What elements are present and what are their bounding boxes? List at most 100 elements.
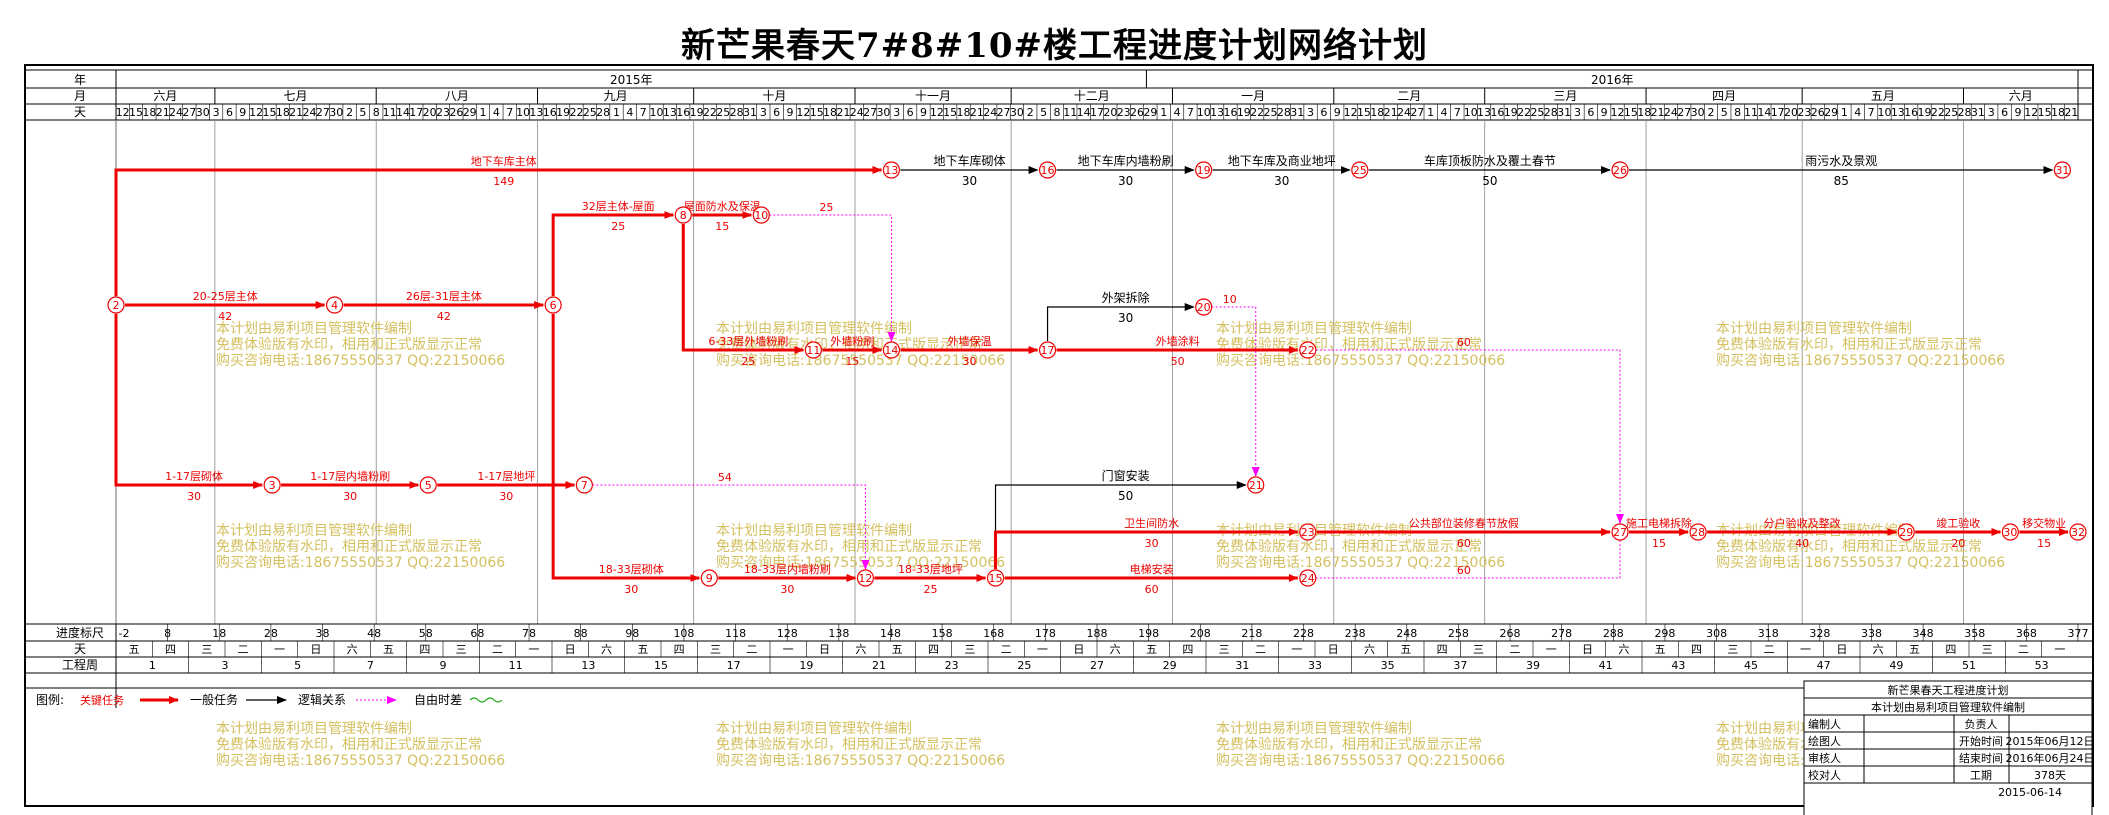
day-label: 18 bbox=[1637, 106, 1651, 119]
progress-tick-label: 18 bbox=[212, 627, 226, 640]
node-id: 26 bbox=[1613, 164, 1627, 177]
week-label: 45 bbox=[1744, 659, 1758, 672]
weekday-label: 三 bbox=[1219, 643, 1230, 656]
node-circle bbox=[1195, 161, 1213, 179]
legend-float-wave bbox=[469, 697, 503, 703]
activity-name: 卫生间防水 bbox=[1124, 516, 1179, 530]
progress-tick-label: 108 bbox=[673, 627, 694, 640]
progress-tick-label: 198 bbox=[1138, 627, 1159, 640]
node-circle bbox=[882, 161, 901, 179]
day-label: 15 bbox=[2038, 106, 2052, 119]
day-label: 19 bbox=[690, 106, 704, 119]
node-circle bbox=[575, 476, 593, 494]
event-node: 10 bbox=[752, 206, 770, 224]
watermark-text: 免费体验版有水印，相用和正式版显示正常 bbox=[1216, 539, 1482, 555]
weekday-label: 五 bbox=[892, 643, 903, 656]
event-node: 19 bbox=[1195, 161, 1213, 179]
activity-name: 外墙粉刷 bbox=[830, 334, 874, 348]
day-label: 27 bbox=[1677, 106, 1691, 119]
activity-name: 地下车库内墙粉刷 bbox=[1078, 153, 1174, 168]
node-circle bbox=[882, 341, 901, 359]
event-node: 11 bbox=[804, 341, 822, 359]
activity-name: 分户验收及整改 bbox=[1764, 516, 1841, 530]
activity-duration: 25 bbox=[741, 355, 755, 368]
activity-name: 1-17层地坪 bbox=[477, 470, 535, 483]
day-label: 16 bbox=[543, 106, 557, 119]
free-float-link: 25 bbox=[769, 201, 896, 342]
weekday-label: 一 bbox=[1800, 643, 1811, 656]
day-label: 18 bbox=[276, 106, 290, 119]
week-label: 21 bbox=[872, 659, 886, 672]
day-label: 1 bbox=[480, 106, 487, 119]
legend-critical-label: 关键任务 bbox=[80, 693, 124, 707]
activity-name: 屋面防水及保温 bbox=[684, 199, 761, 213]
day-label: 19 bbox=[1504, 106, 1518, 119]
month-label: 四月 bbox=[1712, 89, 1736, 103]
day-label: 22 bbox=[1517, 106, 1531, 119]
activity-duration: 20 bbox=[1951, 537, 1965, 550]
weekday-label: 日 bbox=[1836, 643, 1847, 656]
page-title: 新芒果春天7#8#10#楼工程进度计划网络计划 bbox=[680, 26, 1429, 66]
weekday-label: 日 bbox=[819, 643, 830, 656]
day-label: 9 bbox=[920, 106, 927, 119]
day-label: 8 bbox=[1053, 106, 1060, 119]
activity-name: 20-25层主体 bbox=[193, 289, 258, 303]
activity-name: 电梯安装 bbox=[1130, 562, 1174, 576]
info-row-label: 负责人 bbox=[1965, 717, 1998, 731]
weekday-label: 六 bbox=[1364, 643, 1375, 656]
progress-tick-label: 148 bbox=[880, 627, 901, 640]
day-label: 4 bbox=[493, 106, 500, 119]
day-label: 8 bbox=[373, 106, 380, 119]
free-float-value: 25 bbox=[819, 201, 833, 214]
day-label: 26 bbox=[449, 106, 463, 119]
legend-logic-label: 逻辑关系 bbox=[298, 693, 346, 707]
day-label: 11 bbox=[1063, 106, 1077, 119]
day-label: 15 bbox=[1624, 106, 1638, 119]
legend-float-label: 自由时差 bbox=[414, 693, 462, 707]
week-label: 49 bbox=[1889, 659, 1903, 672]
event-node: 24 bbox=[1299, 569, 1317, 587]
day-label: 18 bbox=[1370, 106, 1384, 119]
day-label: 27 bbox=[182, 106, 196, 119]
node-id: 23 bbox=[1301, 526, 1315, 539]
day-label: 16 bbox=[1904, 106, 1918, 119]
day-label: 4 bbox=[1854, 106, 1861, 119]
month-label: 五月 bbox=[1871, 89, 1895, 103]
progress-scale-label: 进度标尺 bbox=[56, 625, 104, 640]
watermark-text: 免费体验版有水印，相用和正式版显示正常 bbox=[216, 337, 482, 353]
day-label: 26 bbox=[1130, 106, 1144, 119]
info-date: 2015-06-14 bbox=[1998, 786, 2062, 799]
day-label: 1 bbox=[1841, 106, 1848, 119]
day-label: 28 bbox=[1277, 106, 1291, 119]
node-circle bbox=[986, 569, 1005, 587]
activity-name: 雨污水及景观 bbox=[1805, 154, 1877, 168]
week-label: 41 bbox=[1599, 659, 1613, 672]
day-label: 12 bbox=[249, 106, 263, 119]
activity-duration: 30 bbox=[343, 490, 357, 503]
event-node: 21 bbox=[1247, 476, 1265, 494]
weekday-label: 四 bbox=[1182, 643, 1193, 656]
day-label: 2 bbox=[1707, 106, 1714, 119]
progress-tick-label: 368 bbox=[2016, 627, 2037, 640]
weekday-label: 三 bbox=[1982, 643, 1993, 656]
node-circle bbox=[1038, 161, 1057, 179]
event-node: 4 bbox=[325, 296, 344, 314]
progress-tick-label: 338 bbox=[1861, 627, 1882, 640]
weekday-label: 二 bbox=[238, 643, 249, 656]
node-id: 8 bbox=[680, 209, 687, 222]
day-label: 24 bbox=[303, 106, 317, 119]
weekday-label: 一 bbox=[1037, 643, 1048, 656]
week-label: 7 bbox=[367, 659, 374, 672]
watermark-text: 购买咨询电话:18675550537 QQ:22150066 bbox=[1716, 353, 2005, 369]
day-label: 27 bbox=[1410, 106, 1424, 119]
info-subtitle: 本计划由易利项目管理软件编制 bbox=[1871, 700, 2025, 714]
day-label: 25 bbox=[1944, 106, 1958, 119]
day-label: 6 bbox=[2001, 106, 2008, 119]
